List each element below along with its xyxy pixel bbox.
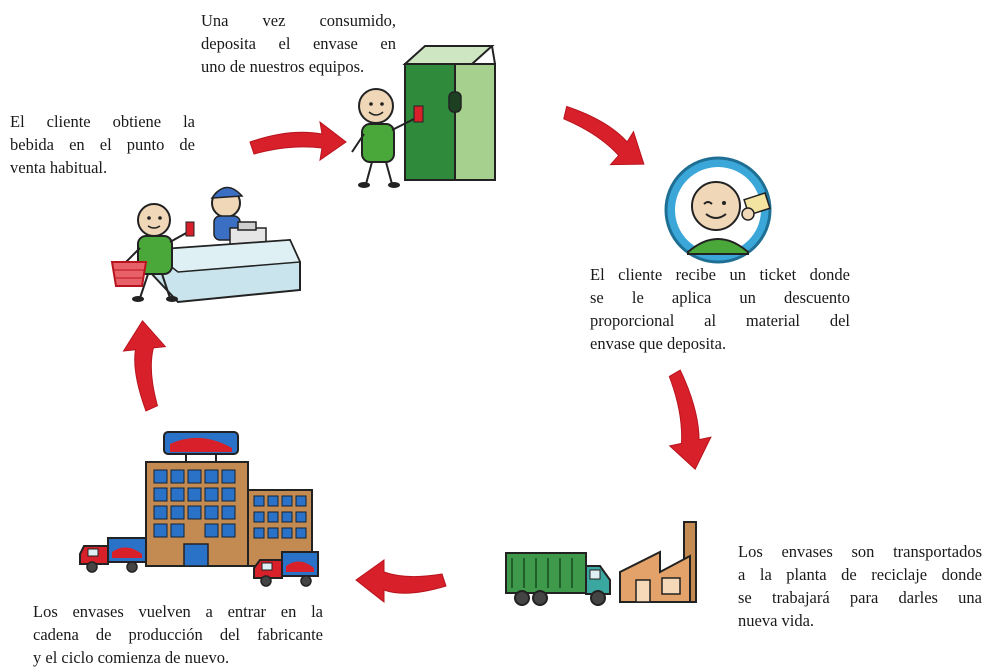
arrow-transport-to-return-icon	[355, 559, 447, 604]
arrow-ticket-to-transport-icon	[668, 369, 712, 470]
caption-line: Una vez consumido,	[201, 11, 396, 30]
caption-line: El cliente obtiene la	[10, 112, 195, 131]
arrow-deposit-to-ticket-icon	[563, 105, 645, 166]
caption-line: cadena de producción del fabricante	[33, 625, 323, 644]
arrow-return-to-obtain-icon	[122, 319, 167, 412]
caption-line: proporcional al material del	[590, 311, 850, 330]
truck-recycling-plant-icon	[505, 521, 697, 606]
caption-line: El cliente recibe un ticket donde	[590, 265, 850, 284]
caption-line: bebida en el punto de	[10, 135, 195, 154]
deposit-machine-scene-icon	[351, 45, 496, 188]
arrow-obtain-to-deposit-icon	[249, 120, 347, 162]
caption-line: Los envases son transportados	[738, 542, 982, 561]
ticket-badge-icon	[664, 156, 772, 264]
caption-line: Los envases vuelven a entrar en la	[33, 602, 323, 621]
checkout-scene-icon	[110, 186, 302, 304]
caption-transport: Los envases son transportados a la plant…	[738, 540, 982, 632]
caption-line: envase que deposita.	[590, 334, 727, 353]
caption-ticket: El cliente recibe un ticket donde se le …	[590, 263, 850, 355]
caption-line: venta habitual.	[10, 158, 108, 177]
factory-trucks-icon	[79, 431, 319, 587]
caption-line: uno de nuestros equipos.	[201, 57, 365, 76]
caption-deposit: Una vez consumido, deposita el envase en…	[201, 9, 396, 78]
caption-line: y el ciclo comienza de nuevo.	[33, 648, 230, 667]
caption-obtain: El cliente obtiene la bebida en el punto…	[10, 110, 195, 179]
caption-line: deposita el envase en	[201, 34, 396, 53]
caption-return: Los envases vuelven a entrar en la caden…	[33, 600, 323, 669]
caption-line: se le aplica un descuento	[590, 288, 850, 307]
caption-line: a la planta de reciclaje donde	[738, 565, 982, 584]
caption-line: se trabajará para darles una	[738, 588, 982, 607]
caption-line: nueva vida.	[738, 611, 815, 630]
